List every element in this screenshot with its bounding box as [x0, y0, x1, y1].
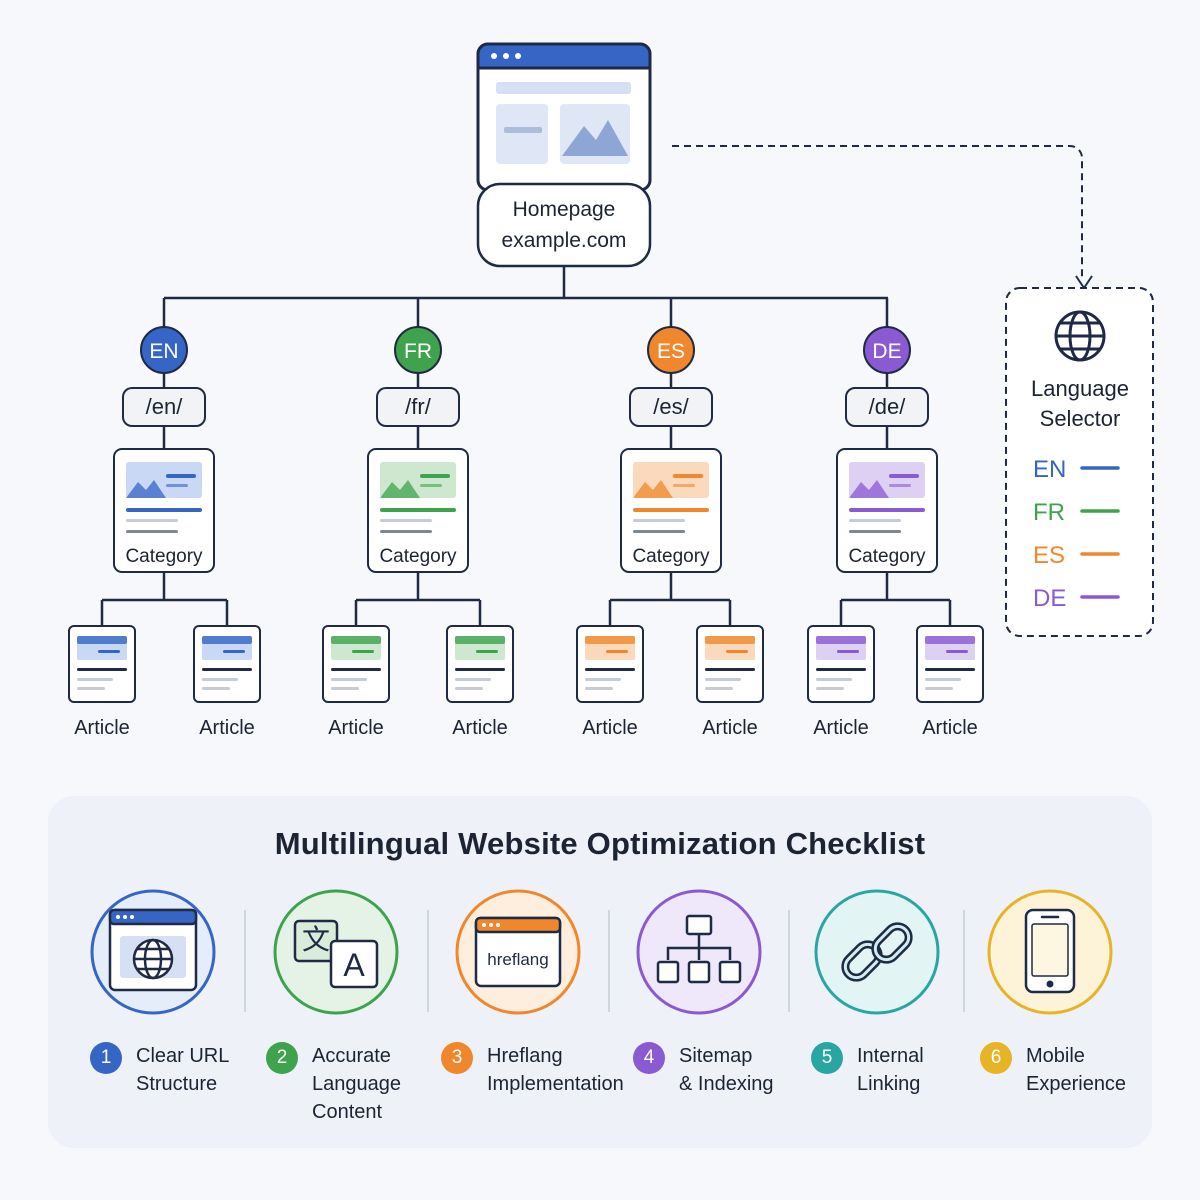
article-page[interactable] — [807, 625, 875, 703]
language-option-de[interactable]: DE — [1033, 585, 1120, 612]
url-path-en[interactable]: /en/ — [122, 387, 206, 427]
branch-connectors — [100, 298, 229, 626]
article-label: Article — [582, 717, 638, 739]
checklist-panel — [48, 796, 1152, 1148]
branch-connectors — [839, 298, 952, 626]
selector-link-arrow — [1075, 275, 1093, 290]
language-option-fr[interactable]: FR — [1033, 499, 1120, 526]
homepage-window[interactable] — [476, 42, 652, 192]
category-label: Category — [848, 546, 926, 567]
category-page-de[interactable]: Category — [836, 448, 938, 573]
url-path-fr[interactable]: /fr/ — [376, 387, 460, 427]
homepage-title: Homepage — [513, 198, 616, 221]
language-option-code: DE — [1033, 585, 1066, 612]
article-page[interactable] — [68, 625, 136, 703]
category-page-fr[interactable]: Category — [367, 448, 469, 573]
checklist-item-label: Hreflang Implementation — [487, 1045, 624, 1095]
article-label: Article — [702, 717, 758, 739]
language-badge-en[interactable]: EN — [140, 326, 188, 374]
language-option-code: FR — [1033, 499, 1065, 526]
language-option-code: EN — [1033, 456, 1066, 483]
checklist-number-badge: 1 — [90, 1042, 122, 1074]
language-option-en[interactable]: EN — [1033, 456, 1120, 483]
checklist-item-label: Mobile Experience — [1026, 1045, 1127, 1095]
article-label: Article — [74, 717, 130, 739]
article-page[interactable] — [193, 625, 261, 703]
language-code: DE — [872, 340, 901, 363]
language-code: ES — [657, 340, 685, 363]
homepage-domain: example.com — [502, 229, 627, 252]
category-label: Category — [125, 546, 203, 567]
language-selector-title: Selector — [1040, 406, 1121, 431]
language-code: FR — [404, 340, 432, 363]
checklist-number-badge: 5 — [811, 1042, 843, 1074]
category-page-es[interactable]: Category — [620, 448, 722, 573]
article-label: Article — [328, 717, 384, 739]
language-badge-es[interactable]: ES — [647, 326, 695, 374]
branch-connectors — [608, 298, 732, 626]
checklist-item-label: Internal Linking — [857, 1045, 924, 1095]
article-label: Article — [452, 717, 508, 739]
category-label: Category — [379, 546, 457, 567]
checklist-number-badge: 3 — [441, 1042, 473, 1074]
checklist-item-label: Accurate Language Content — [312, 1045, 401, 1123]
checklist-item-label: Sitemap & Indexing — [679, 1045, 774, 1095]
url-path-label: /es/ — [653, 394, 689, 419]
article-page[interactable] — [916, 625, 984, 703]
category-page-en[interactable]: Category — [113, 448, 215, 573]
checklist-item-label: Clear URL Structure — [136, 1045, 230, 1095]
checklist-number-badge: 4 — [633, 1042, 665, 1074]
language-selector-title: Language — [1031, 376, 1129, 401]
tree-connectors — [164, 266, 888, 300]
language-badge-fr[interactable]: FR — [394, 326, 442, 374]
language-option-code: ES — [1033, 542, 1065, 569]
article-page[interactable] — [322, 625, 390, 703]
site-structure-diagram: Homepage example.com EN/en/CategoryArtic… — [68, 42, 1154, 739]
language-code: EN — [149, 340, 178, 363]
selector-link-line — [672, 145, 1083, 280]
checklist-number-badge: 6 — [980, 1042, 1012, 1074]
url-path-label: /fr/ — [405, 394, 432, 419]
globe-icon — [1054, 310, 1106, 362]
url-path-de[interactable]: /de/ — [845, 387, 929, 427]
url-path-label: /de/ — [869, 394, 907, 419]
checklist-title: Multilingual Website Optimization Checkl… — [274, 826, 926, 861]
branch-connectors — [354, 298, 482, 626]
url-path-label: /en/ — [146, 394, 184, 419]
article-page[interactable] — [446, 625, 514, 703]
url-path-es[interactable]: /es/ — [629, 387, 713, 427]
article-label: Article — [813, 717, 869, 739]
article-page[interactable] — [696, 625, 764, 703]
homepage-label-box: Homepage example.com — [476, 182, 652, 268]
article-label: Article — [199, 717, 255, 739]
article-label: Article — [922, 717, 978, 739]
language-badge-de[interactable]: DE — [863, 326, 911, 374]
language-selector-panel[interactable]: Language Selector EN FR ES DE — [1005, 287, 1154, 637]
category-label: Category — [632, 546, 710, 567]
checklist-number-badge: 2 — [266, 1042, 298, 1074]
article-page[interactable] — [576, 625, 644, 703]
language-option-es[interactable]: ES — [1033, 542, 1120, 569]
